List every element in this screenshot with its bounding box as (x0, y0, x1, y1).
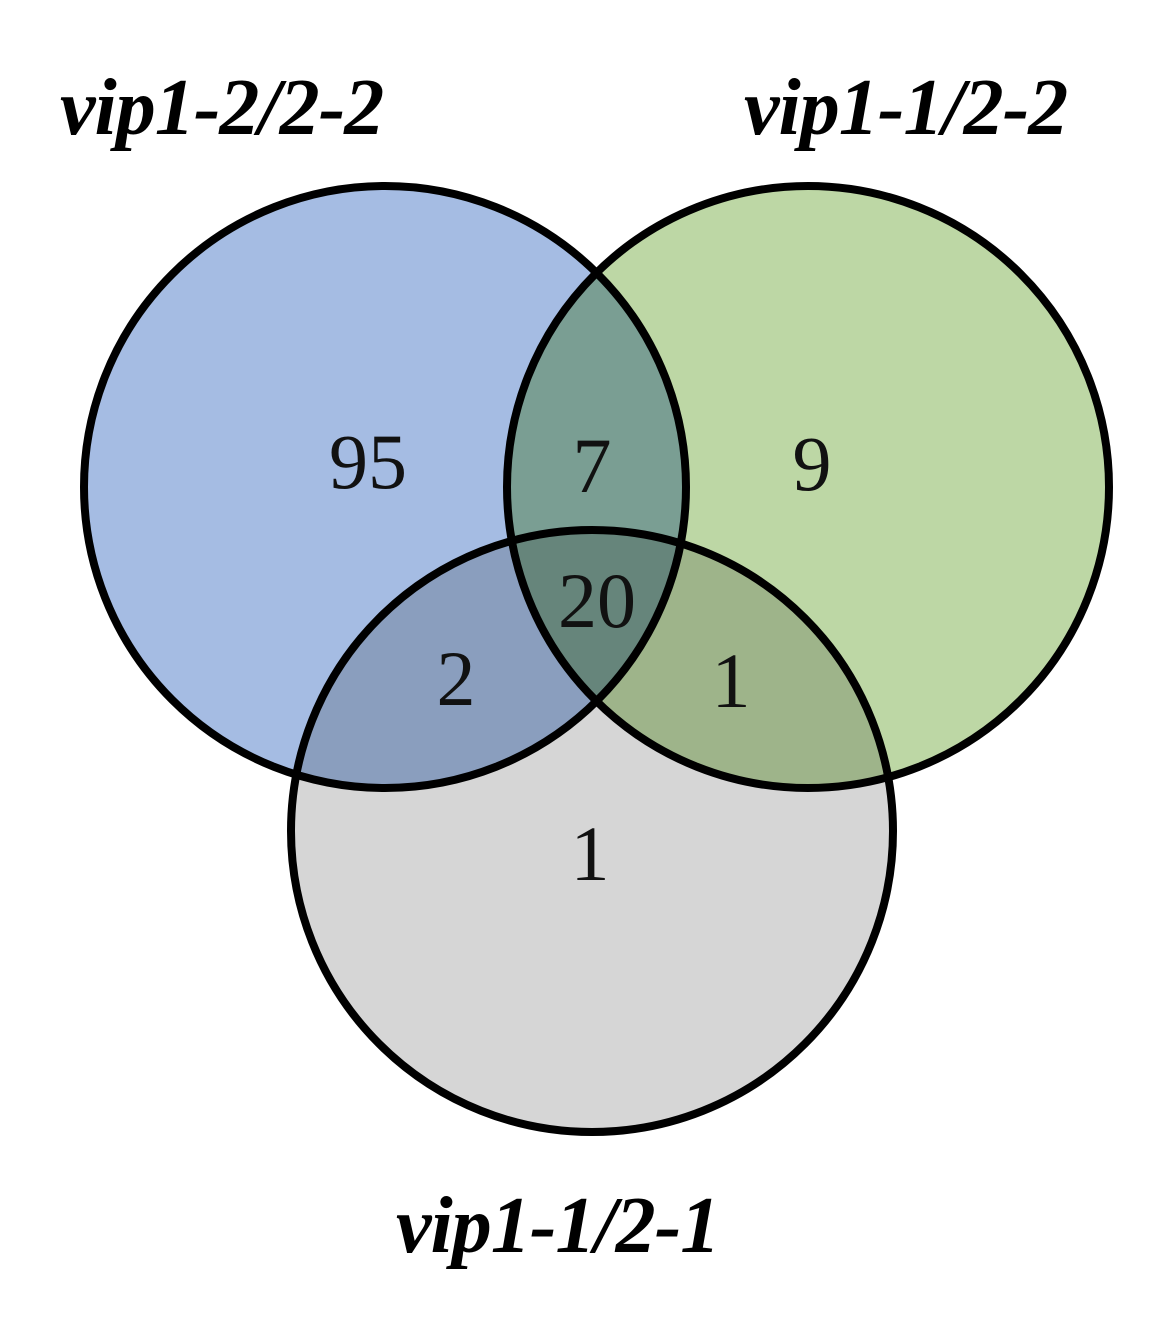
set-label-bottom: vip1-1/2-1 (396, 1182, 720, 1270)
circle-outline-gray (287, 526, 897, 1136)
circle-fill-gray (291, 530, 893, 1132)
set-label-top-right: vip1-1/2-2 (744, 64, 1068, 152)
venn-fill-group (84, 186, 1109, 1132)
set-label-top-left: vip1-2/2-2 (60, 64, 384, 152)
circle-outline-blue (80, 182, 690, 792)
venn-outline-group (80, 182, 1113, 1136)
circle-outline-green (503, 182, 1113, 792)
